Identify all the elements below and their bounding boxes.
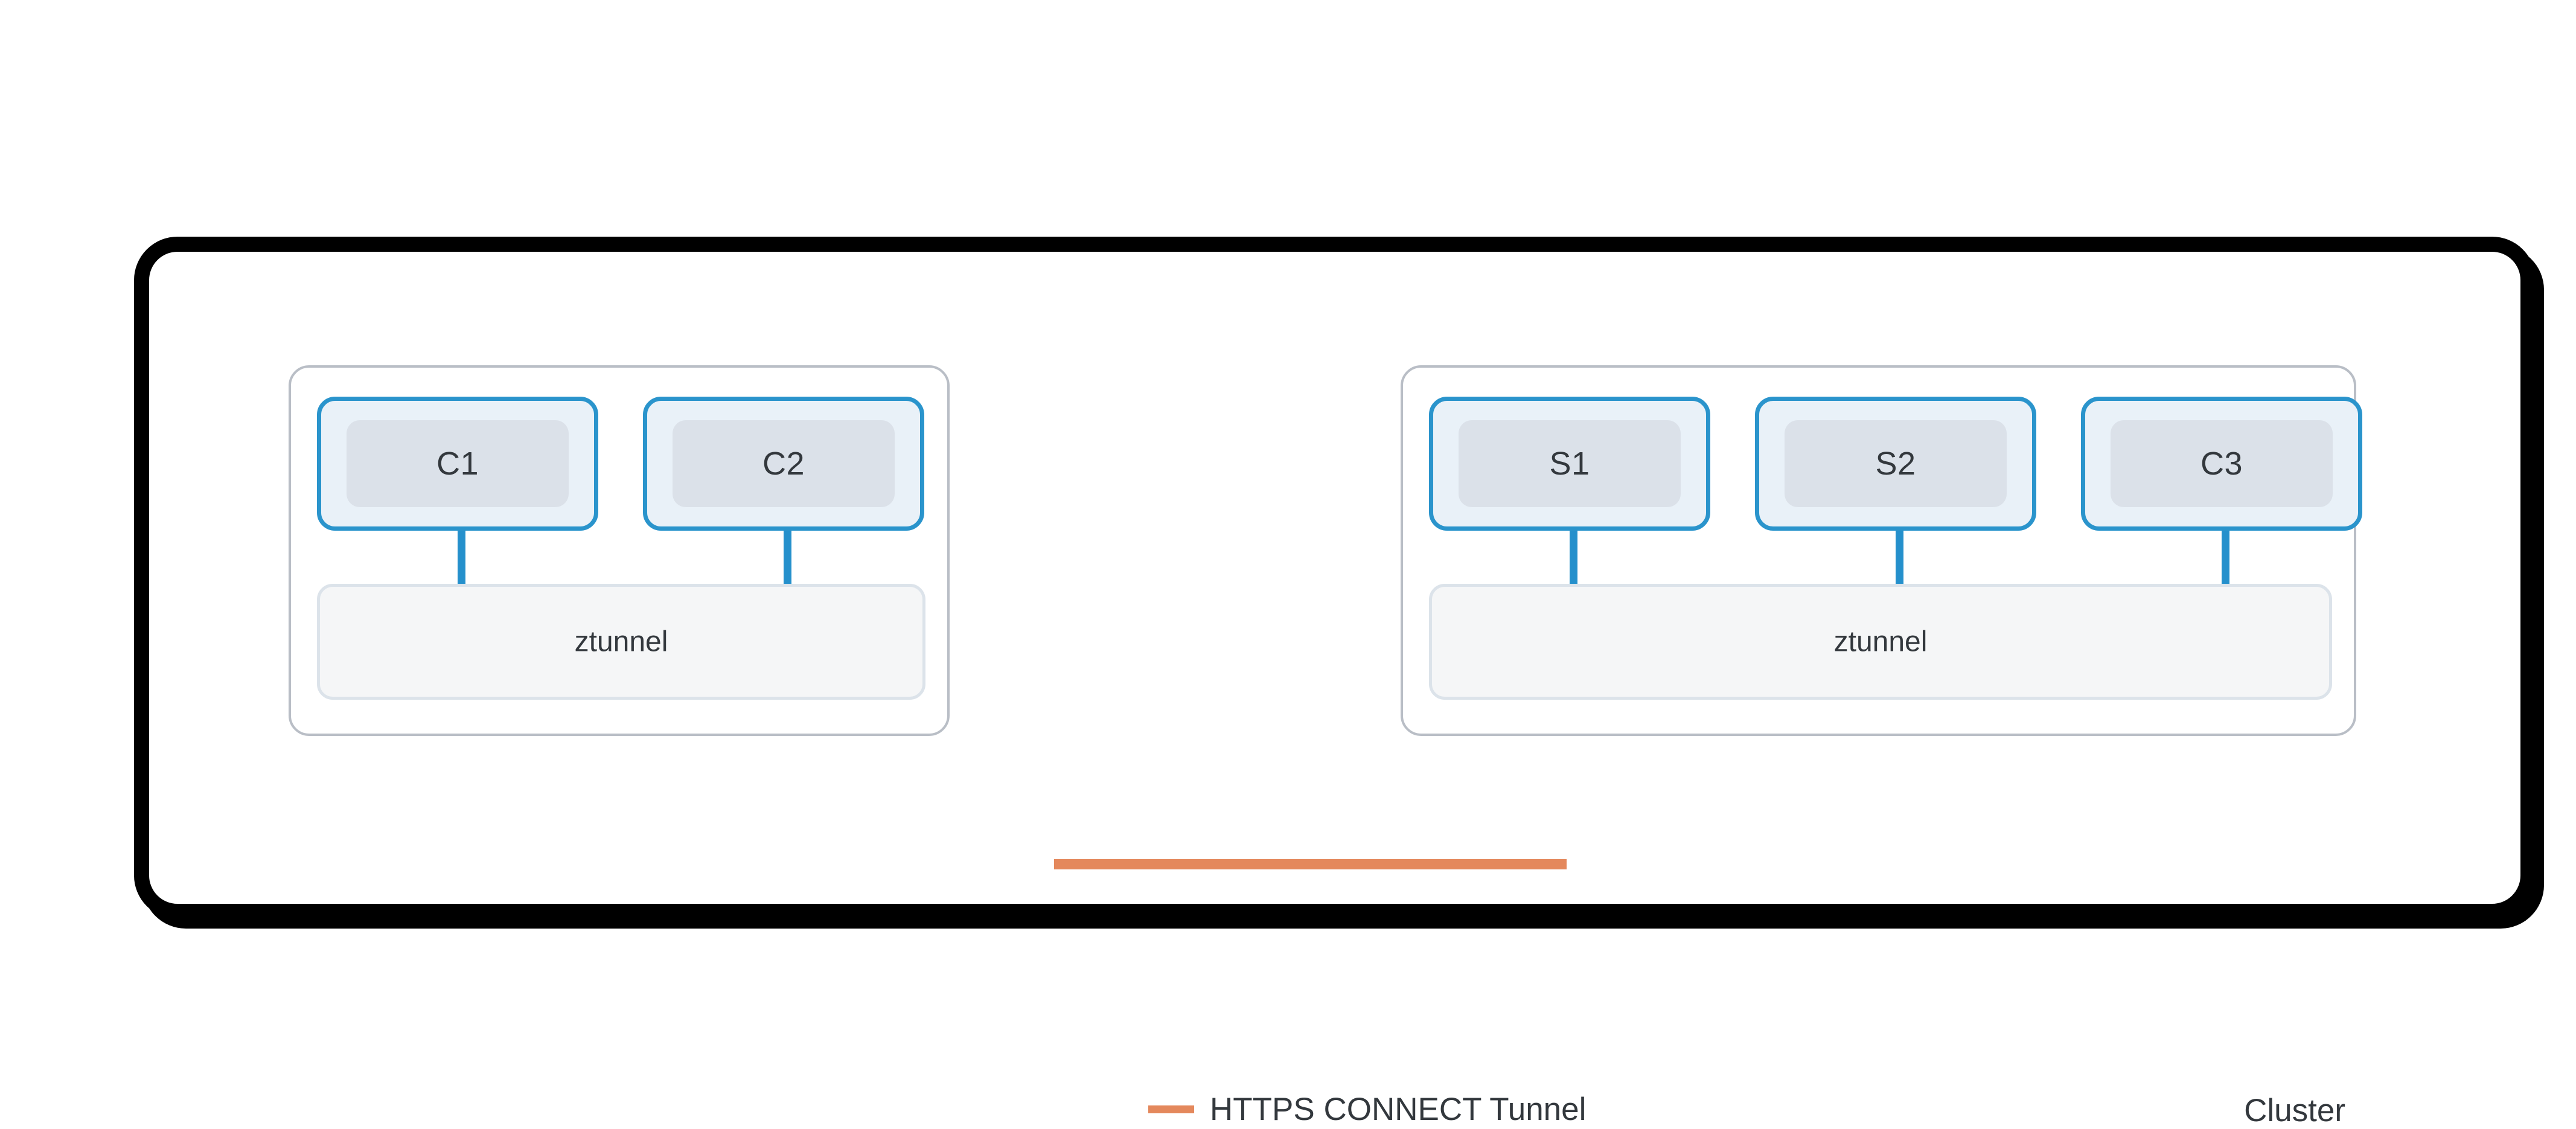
pod-c1-container — [347, 420, 569, 507]
pod-s2-container — [1785, 420, 2007, 507]
cluster-caption: Cluster — [2244, 1093, 2345, 1128]
pod-c2-container — [673, 420, 895, 507]
pod-c3-label: C3 — [2200, 446, 2243, 482]
https-connect-tunnel-swatch — [1148, 1105, 1194, 1113]
pod-c1[interactable]: C1 — [317, 397, 598, 531]
ztunnel-left-label: ztunnel — [574, 625, 668, 658]
node-group-left: C1 C2 ztunnel — [289, 365, 950, 736]
connector-s2-to-ztunnel — [1896, 531, 1903, 588]
ztunnel-right-label: ztunnel — [1833, 625, 1928, 658]
pod-c2[interactable]: C2 — [643, 397, 924, 531]
connector-c1-to-ztunnel — [458, 531, 465, 588]
pod-s2[interactable]: S2 — [1755, 397, 2036, 531]
legend-label: HTTPS CONNECT Tunnel — [1210, 1092, 1587, 1127]
legend: HTTPS CONNECT Tunnel — [1148, 1091, 1586, 1128]
pod-s2-label: S2 — [1875, 446, 1916, 482]
pod-c3[interactable]: C3 — [2081, 397, 2362, 531]
pod-s1-label: S1 — [1549, 446, 1590, 482]
pod-s1[interactable]: S1 — [1429, 397, 1710, 531]
https-connect-tunnel-line — [1054, 859, 1567, 869]
pod-s1-container — [1459, 420, 1681, 507]
cluster-frame: C1 C2 ztunnel S1 S2 C3 ztunnel — [134, 237, 2536, 1128]
node-group-right: S1 S2 C3 ztunnel — [1401, 365, 2362, 736]
connector-c3-to-ztunnel — [2222, 531, 2229, 588]
pod-c3-container — [2111, 420, 2333, 507]
ztunnel-right[interactable]: ztunnel — [1429, 584, 2332, 700]
connector-s1-to-ztunnel — [1570, 531, 1577, 588]
connector-c2-to-ztunnel — [784, 531, 791, 588]
ztunnel-left[interactable]: ztunnel — [317, 584, 925, 700]
pod-c2-label: C2 — [762, 446, 805, 482]
pod-c1-label: C1 — [436, 446, 479, 482]
